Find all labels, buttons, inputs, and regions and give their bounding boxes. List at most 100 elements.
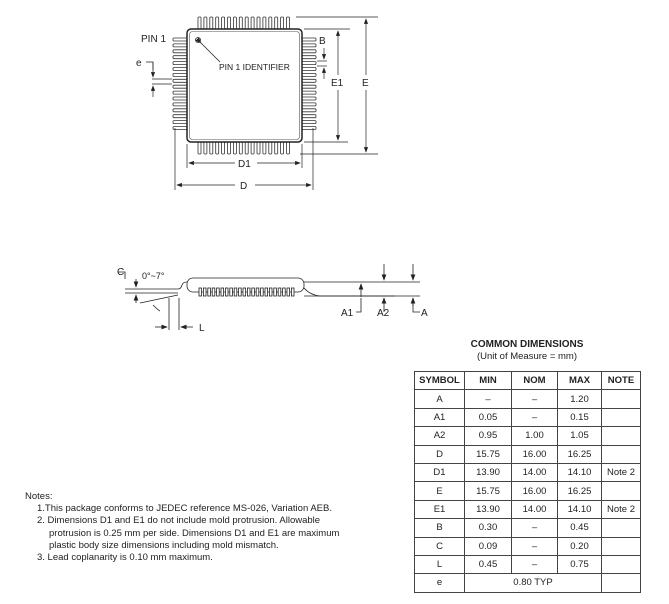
a1-label: A1: [341, 308, 354, 319]
lead-pin: [300, 102, 317, 107]
lead-pin: [268, 16, 273, 31]
note-2: 2. Dimensions D1 and E1 do not include m…: [37, 515, 321, 527]
lead-pin: [215, 140, 220, 155]
cell-max: 0.15: [557, 407, 602, 428]
cell-typ-value: 0.80 TYP: [464, 573, 602, 593]
table-header-row: SYMBOL MIN NOM MAX NOTE: [414, 370, 641, 391]
lead-pin: [274, 140, 279, 155]
side-lead: [268, 287, 273, 297]
side-lead: [202, 287, 207, 297]
lead-pin: [250, 140, 255, 155]
lead-pin: [172, 90, 189, 95]
cell-nom: 14.00: [511, 462, 558, 483]
cell-min: 0.09: [464, 536, 512, 556]
lead-pin: [232, 140, 237, 155]
cell-nom: –: [511, 389, 558, 409]
cell-symbol: E1: [414, 499, 465, 520]
cell-nom: 1.00: [511, 426, 558, 446]
cell-symbol: D1: [414, 462, 465, 483]
table-subtitle: (Unit of Measure = mm): [476, 351, 578, 362]
side-lead: [198, 287, 202, 297]
lead-pin: [300, 120, 317, 124]
side-lead: [255, 287, 260, 297]
cell-note: [601, 389, 641, 409]
cell-symbol: D: [414, 444, 465, 464]
lead-pin: [197, 140, 202, 155]
side-lead: [260, 287, 264, 297]
lead-pin: [221, 140, 226, 155]
header-max: MAX: [557, 370, 602, 391]
cell-nom: 16.00: [511, 444, 558, 464]
lead-pin: [244, 140, 249, 155]
cell-nom: –: [511, 536, 558, 556]
lead-pin: [262, 16, 267, 31]
notes-heading: Notes:: [25, 491, 53, 502]
cell-min: 0.05: [464, 407, 512, 428]
cell-max: 16.25: [557, 444, 602, 464]
lead-pin: [172, 49, 189, 54]
lead-pin: [172, 37, 189, 42]
header-note: NOTE: [601, 370, 641, 391]
side-lead: [246, 287, 251, 297]
d-label: D: [240, 181, 247, 192]
lead-pin: [300, 84, 317, 89]
pin1-identifier-label: PIN 1 IDENTIFIER: [219, 62, 290, 72]
cell-nom: –: [511, 407, 558, 428]
lead-pin: [197, 16, 202, 31]
lead-pin: [280, 16, 285, 31]
lead-pin: [300, 108, 317, 113]
a-label: A: [421, 308, 428, 319]
lead-pin: [256, 16, 261, 31]
cell-note: [601, 444, 641, 464]
side-lead: [211, 287, 216, 297]
cell-symbol: C: [414, 536, 465, 556]
side-lead: [229, 287, 233, 297]
lead-pin: [172, 43, 189, 48]
lead-pin: [286, 140, 290, 155]
cell-nom: –: [511, 554, 558, 575]
cell-min: 15.75: [464, 481, 512, 501]
lead-pin: [172, 78, 189, 83]
cell-symbol: B: [414, 518, 465, 538]
cell-symbol: L: [414, 554, 465, 575]
lead-pin: [300, 114, 317, 119]
side-lead: [282, 287, 286, 297]
cell-max: 14.10: [557, 499, 602, 520]
cell-min: 13.90: [464, 499, 512, 520]
a2-label: A2: [377, 308, 390, 319]
cell-min: 15.75: [464, 444, 512, 464]
side-view: [118, 264, 420, 330]
lead-pin: [300, 43, 317, 48]
lead-pin: [232, 16, 237, 31]
cell-note: [601, 573, 641, 593]
side-lead: [238, 287, 242, 297]
lead-pin: [286, 16, 290, 31]
lead-pin: [300, 55, 317, 60]
lead-pin: [172, 96, 189, 101]
side-lead: [273, 287, 277, 297]
lead-pin: [209, 16, 214, 31]
lead-pins: [172, 16, 317, 155]
side-lead: [207, 287, 211, 297]
lead-pin: [172, 102, 189, 107]
lead-pin: [268, 140, 273, 155]
cell-note: [601, 554, 641, 575]
lead-pin: [300, 49, 317, 54]
side-lead: [277, 287, 282, 297]
lead-pin: [172, 120, 189, 124]
e-dimension-label: E: [362, 78, 369, 89]
header-min: MIN: [464, 370, 512, 391]
lead-pin: [238, 16, 243, 31]
lead-pin: [172, 108, 189, 113]
cell-note: [601, 407, 641, 428]
cell-note: [601, 536, 641, 556]
